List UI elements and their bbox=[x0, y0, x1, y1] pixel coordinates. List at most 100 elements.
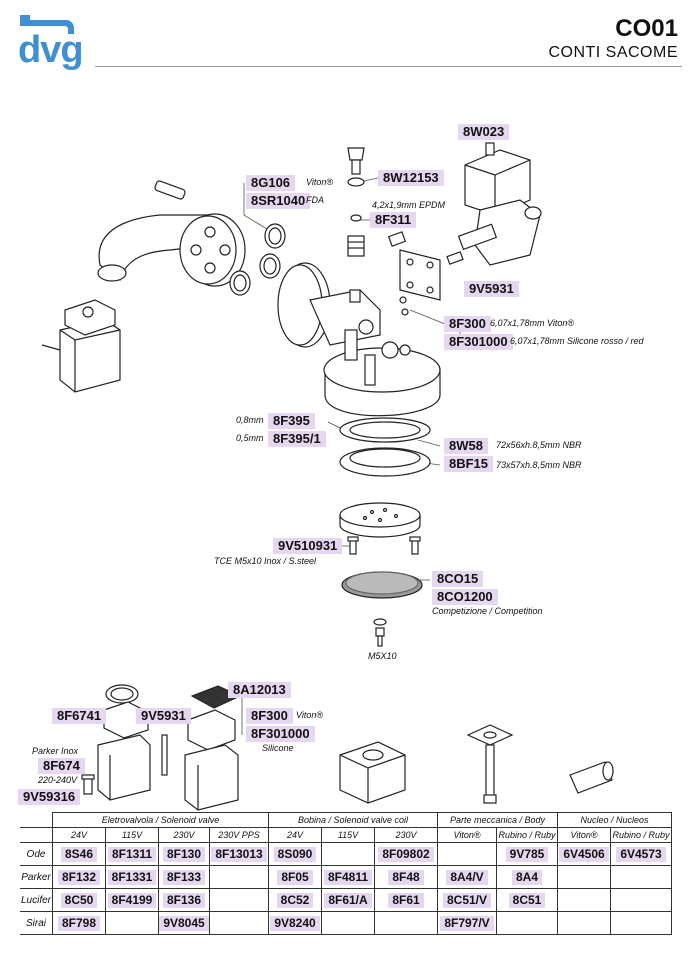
part-cell: 8F1311 bbox=[107, 846, 157, 862]
part-cell: 9V8240 bbox=[270, 915, 320, 931]
parts-table: Eletrovalvola / Solenoid valve Bobina / … bbox=[20, 812, 672, 935]
part-code-8f395-1: 8F395/1 bbox=[268, 431, 326, 447]
part-cell: 8F797/V bbox=[440, 915, 494, 931]
part-cell: 8F61/A bbox=[324, 892, 372, 908]
table-subheader: 24V bbox=[52, 827, 106, 843]
part-cell: 8F48 bbox=[388, 869, 424, 885]
part-code-8f674: 8F674 bbox=[38, 758, 85, 774]
part-code-9v5931-bottom: 9V5931 bbox=[136, 708, 191, 724]
part-cell: 8S090 bbox=[273, 846, 317, 862]
table-group-header: Parte meccanica / Body bbox=[437, 812, 558, 828]
table-subheader: 115V bbox=[105, 827, 159, 843]
part-cell: 8C51/V bbox=[442, 892, 492, 908]
table-group-header: Bobina / Solenoid valve coil bbox=[268, 812, 438, 828]
table-subheader: Viton® bbox=[437, 827, 497, 843]
part-code-8co15: 8CO15 bbox=[432, 571, 484, 587]
header-divider bbox=[95, 66, 682, 67]
table-group-header: Eletrovalvola / Solenoid valve bbox=[52, 812, 269, 828]
part-cell: 8F132 bbox=[57, 869, 101, 885]
part-note-8f674: 220-240V bbox=[38, 775, 78, 785]
part-note-8w58: 72x56xh.8,5mm NBR bbox=[496, 440, 582, 450]
part-cell: 8F798 bbox=[57, 915, 101, 931]
part-cell: 8F05 bbox=[277, 869, 313, 885]
table-row: Parker 8F132 8F1331 8F133 8F05 8F4811 8F… bbox=[20, 865, 672, 889]
part-note-8f395: 0,8mm bbox=[236, 415, 264, 425]
nucleus-drawing bbox=[569, 761, 614, 794]
part-code-8f300-bottom: 8F300 bbox=[246, 708, 293, 724]
part-code-8a12013: 8A12013 bbox=[228, 682, 291, 698]
part-code-9v5931-top: 9V5931 bbox=[464, 281, 519, 297]
part-note-parker-inox: Parker Inox bbox=[32, 746, 79, 756]
part-cell: 9V8045 bbox=[159, 915, 209, 931]
bottom-solenoid-valves bbox=[81, 684, 242, 811]
part-cell: 8C52 bbox=[276, 892, 314, 908]
part-code-8f311: 8F311 bbox=[370, 212, 417, 228]
part-note-8w12153: 4,2x1,9mm EPDM bbox=[372, 200, 446, 210]
part-code-9v59316: 9V59316 bbox=[18, 789, 81, 805]
part-code-8bf15: 8BF15 bbox=[444, 456, 494, 472]
coil-drawing bbox=[339, 741, 406, 804]
part-cell: 8F61 bbox=[388, 892, 424, 908]
part-code-8f301000-bottom: 8F301000 bbox=[246, 726, 315, 742]
part-note-8sr1040: FDA bbox=[306, 195, 324, 205]
part-cell: 8F4811 bbox=[323, 869, 373, 885]
part-code-8w023: 8W023 bbox=[458, 124, 510, 140]
shower-screen bbox=[341, 571, 423, 599]
part-cell: 8A4/V bbox=[446, 869, 488, 885]
part-code-8f6741: 8F6741 bbox=[52, 708, 107, 724]
part-note-m5x10: M5X10 bbox=[368, 651, 397, 661]
table-subheader-row: 24V 115V 230V 230V PPS 24V 115V 230V Vit… bbox=[20, 827, 672, 843]
gaskets bbox=[339, 417, 431, 477]
part-note-8co1200: Competizione / Competition bbox=[432, 606, 543, 616]
o-rings bbox=[229, 223, 286, 296]
page-subtitle: CONTI SACOME bbox=[548, 44, 678, 61]
part-note-8bf15: 73x57xh.8,5mm NBR bbox=[496, 460, 582, 470]
bottom-screw bbox=[373, 618, 387, 647]
right-solenoid-valve bbox=[387, 142, 542, 316]
table-subheader: Rubino / Ruby bbox=[610, 827, 672, 843]
part-cell: 8C50 bbox=[60, 892, 98, 908]
part-code-8sr1040: 8SR1040 bbox=[246, 193, 311, 209]
top-valve-parts bbox=[347, 147, 365, 257]
part-cell: 9V785 bbox=[505, 846, 549, 862]
row-label: Sirai bbox=[20, 911, 53, 935]
table-subheader: Viton® bbox=[557, 827, 611, 843]
part-note-9v510931: TCE M5x10 Inox / S.steel bbox=[214, 556, 317, 566]
left-solenoid-valve bbox=[41, 299, 121, 393]
table-subheader: 24V bbox=[268, 827, 322, 843]
part-cell: 8F13013 bbox=[211, 846, 267, 862]
part-cell: 6V4506 bbox=[559, 846, 609, 862]
part-code-8f300-top: 8F300 bbox=[444, 316, 491, 332]
part-code-8co1200: 8CO1200 bbox=[432, 589, 498, 605]
part-cell: 8C51 bbox=[508, 892, 546, 908]
part-cell: 8F133 bbox=[162, 869, 206, 885]
part-note-8f300-top: 6,07x1,78mm Viton® bbox=[490, 318, 575, 328]
part-note-8f395-1: 0,5mm bbox=[236, 433, 264, 443]
table-subheader: 115V bbox=[321, 827, 375, 843]
table-group-header-row: Eletrovalvola / Solenoid valve Bobina / … bbox=[20, 812, 672, 828]
table-subheader: 230V bbox=[374, 827, 438, 843]
table-subheader: Rubino / Ruby bbox=[496, 827, 558, 843]
part-cell: 8S46 bbox=[60, 846, 98, 862]
part-cell: 8F4199 bbox=[107, 892, 157, 908]
table-subheader: 230V bbox=[158, 827, 210, 843]
table-row: Lucifer 8C50 8F4199 8F136 8C52 8F61/A 8F… bbox=[20, 888, 672, 912]
table-row: Sirai 8F798 9V8045 9V8240 8F797/V bbox=[20, 911, 672, 935]
table-group-header: Nucleo / Nucleos bbox=[557, 812, 672, 828]
part-code-8w12153: 8W12153 bbox=[378, 170, 444, 186]
part-note-8f301000-bottom: Silicone bbox=[262, 743, 294, 753]
row-label: Parker bbox=[20, 865, 53, 889]
exploded-view-drawing bbox=[41, 142, 614, 811]
part-cell: 8F136 bbox=[162, 892, 206, 908]
part-code-8g106: 8G106 bbox=[246, 175, 296, 191]
part-cell: 8A4 bbox=[511, 869, 542, 885]
logo-text: dvg bbox=[18, 29, 84, 71]
row-label: Ode bbox=[20, 842, 53, 866]
logo-faucet-icon bbox=[20, 15, 74, 34]
mechanical-body-drawing bbox=[466, 724, 514, 804]
part-cell: 8F1331 bbox=[107, 869, 157, 885]
row-label: Lucifer bbox=[20, 888, 53, 912]
part-code-9v510931: 9V510931 bbox=[273, 538, 343, 554]
part-cell: 6V4573 bbox=[616, 846, 666, 862]
group-head-body bbox=[277, 262, 441, 417]
